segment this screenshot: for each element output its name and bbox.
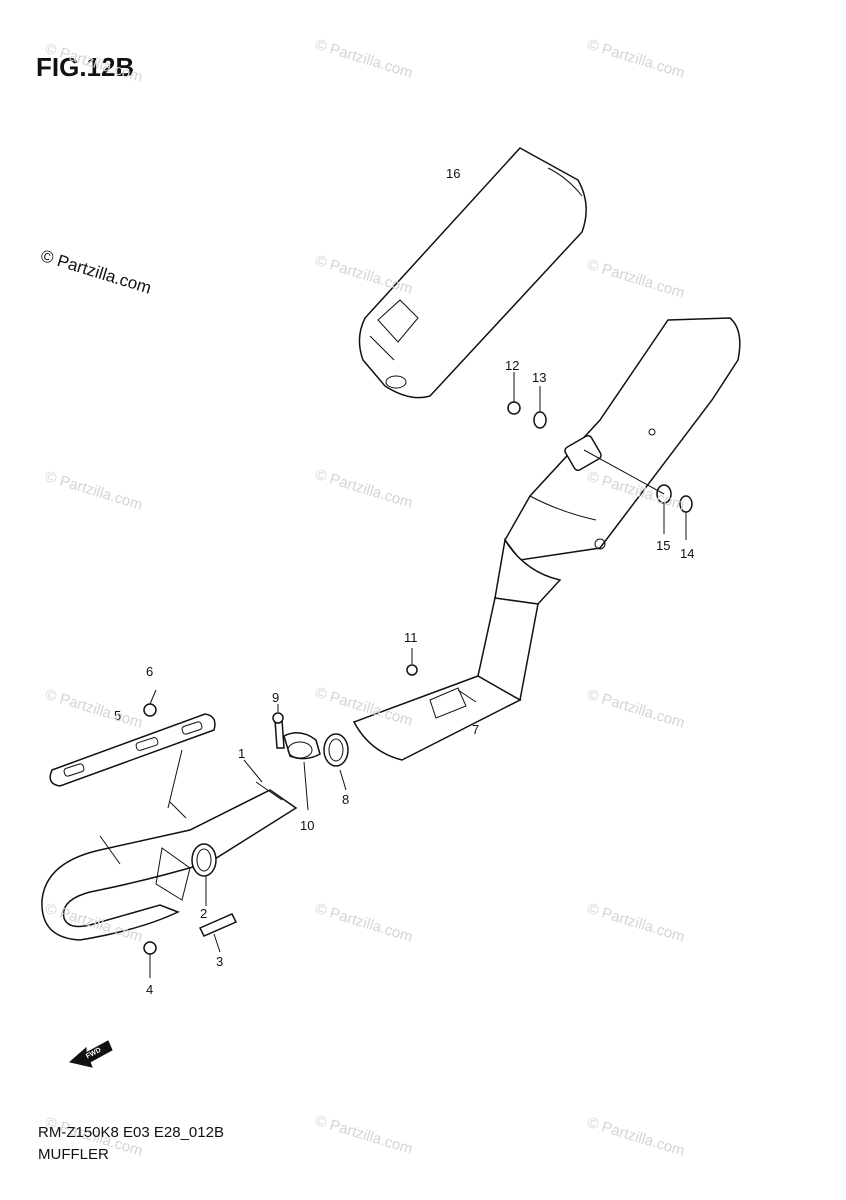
footer-name: MUFFLER [38,1146,109,1163]
callout-7: 7 [472,722,479,737]
callout-4: 4 [146,982,153,997]
part-5-heat-shield [49,713,216,809]
part-10-clamp [283,732,321,760]
callout-8: 8 [342,792,349,807]
footer-code: RM-Z150K8 E03 E28_012B [38,1124,224,1141]
leader-lines [149,372,687,978]
figure-title: FIG.12B [36,52,135,82]
callout-6: 6 [146,664,153,679]
callout-1: 1 [238,746,245,761]
part-16-muffler-cover [358,147,587,399]
part-11-bolt [406,664,418,676]
callout-labels: 1 2 3 4 5 6 7 8 9 10 11 12 13 14 15 16 [114,166,694,997]
part-9-bolt [272,712,285,749]
callout-15: 15 [656,538,670,553]
part-6-bolt [143,703,157,717]
fwd-arrow-icon: FWD [68,1040,113,1068]
callout-12: 12 [505,358,519,373]
callout-2: 2 [200,906,207,921]
part-7-muffler [352,317,741,761]
callout-10: 10 [300,818,314,833]
callout-3: 3 [216,954,223,969]
callout-5: 5 [114,708,121,723]
part-1-exhaust-pipe [41,781,298,941]
callout-16: 16 [446,166,460,181]
callout-13: 13 [532,370,546,385]
part-8-gasket [323,733,349,767]
part-3-stud [198,913,238,937]
part-12-bolt [507,401,521,415]
part-2-gasket [191,843,217,877]
part-4-nut [143,941,157,955]
part-13-washer [533,411,547,429]
callout-9: 9 [272,690,279,705]
mounting-axis-line [583,449,665,495]
callout-14: 14 [680,546,694,561]
callout-11: 11 [404,630,418,645]
